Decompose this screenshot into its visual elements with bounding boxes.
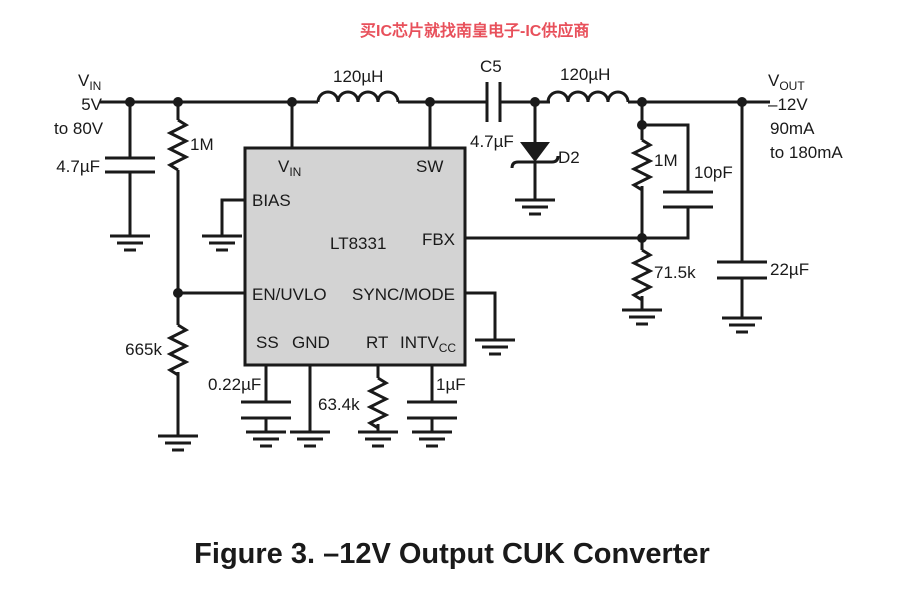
c-ff-label: 10pF xyxy=(694,163,733,182)
lt8331-chip xyxy=(243,146,467,367)
vin-label: VIN xyxy=(78,71,101,93)
c-in-label: 4.7µF xyxy=(56,157,100,176)
vout-current-min: 90mA xyxy=(770,119,815,138)
pin-rt: RT xyxy=(366,333,388,352)
vout-voltage: –12V xyxy=(768,95,808,114)
r-rt-label: 63.4k xyxy=(318,395,360,414)
pin-sw: SW xyxy=(416,157,443,176)
inductor-l1 xyxy=(316,90,400,103)
vin-range: to 80V xyxy=(54,119,104,138)
resistor-en-top xyxy=(166,118,190,172)
pin-gnd: GND xyxy=(292,333,330,352)
watermark: 买IC芯片就找南皇电子-IC供应商 xyxy=(360,21,589,40)
c-ss-label: 0.22µF xyxy=(208,375,261,394)
vin-voltage: 5V xyxy=(81,95,102,114)
r-fb-bottom-label: 71.5k xyxy=(654,263,696,282)
pin-vin: VIN xyxy=(278,157,301,179)
resistor-en-bottom xyxy=(166,323,190,377)
c5-name: C5 xyxy=(480,57,502,76)
pin-en-uvlo: EN/UVLO xyxy=(252,285,327,304)
junction-dots xyxy=(125,97,747,298)
d2-label: D2 xyxy=(558,148,580,167)
inductor-l2 xyxy=(546,90,630,103)
c-intvcc-label: 1µF xyxy=(436,375,466,394)
pin-intvcc: INTVCC xyxy=(400,333,456,355)
r-fb-top-label: 1M xyxy=(654,151,678,170)
schottky-diode-d2 xyxy=(510,142,560,169)
resistor-rt xyxy=(366,376,390,430)
r-en-top-label: 1M xyxy=(190,135,214,154)
figure-caption: Figure 3. –12V Output CUK Converter xyxy=(194,538,710,570)
r-en-bottom-label: 665k xyxy=(125,340,162,359)
resistor-fb-top xyxy=(630,138,654,192)
c5-value: 4.7µF xyxy=(470,132,514,151)
c-out-label: 22µF xyxy=(770,260,809,279)
resistor-fb-bottom xyxy=(630,248,654,302)
pin-ss: SS xyxy=(256,333,279,352)
pin-fbx: FBX xyxy=(422,230,455,249)
l1-label: 120µH xyxy=(333,67,383,86)
pin-bias: BIAS xyxy=(252,191,291,210)
vout-current-max: to 180mA xyxy=(770,143,843,162)
chip-name: LT8331 xyxy=(330,234,386,253)
pin-sync-mode: SYNC/MODE xyxy=(352,285,455,304)
l2-label: 120µH xyxy=(560,65,610,84)
vout-label: VOUT xyxy=(768,71,805,93)
wires xyxy=(100,82,770,436)
